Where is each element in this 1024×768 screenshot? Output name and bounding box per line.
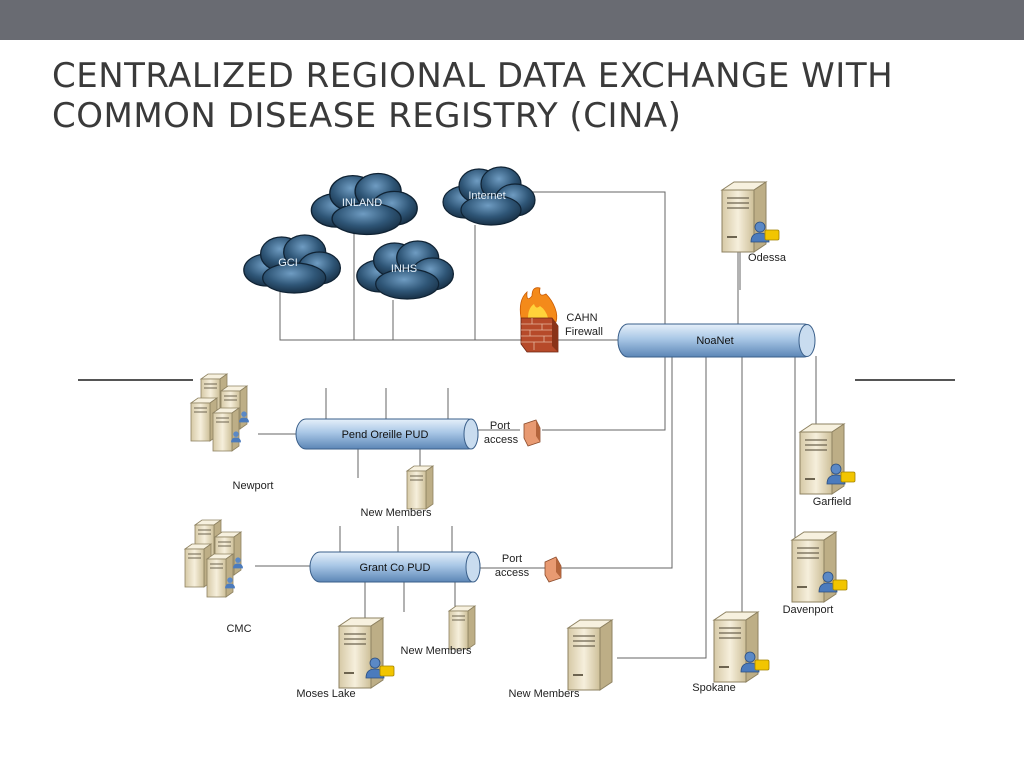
server-cluster-newport-icon bbox=[191, 374, 249, 451]
site-label-new-members-bottom: New Members bbox=[509, 688, 580, 700]
cloud-inhs-label: INHS bbox=[391, 263, 417, 275]
server-cluster-cmc-icon bbox=[185, 520, 243, 597]
server-new-members-grant-icon bbox=[448, 605, 476, 650]
slide-title-line-2: Common Disease Registry (CINA) bbox=[52, 96, 682, 136]
pipe-grant-co bbox=[309, 551, 481, 583]
cloud-gci-label: GCI bbox=[278, 257, 298, 269]
server-odessa-icon bbox=[721, 181, 780, 253]
slide-title-line-1: Centralized Regional Data Exchange with bbox=[52, 56, 894, 96]
site-label-newport: Newport bbox=[233, 480, 274, 492]
site-label-new-members-grant: New Members bbox=[401, 645, 472, 657]
site-label-odessa: Odessa bbox=[748, 252, 787, 264]
port-access-label-1a: Port bbox=[490, 420, 510, 432]
server-new-members-bottom-icon bbox=[567, 619, 613, 691]
site-label-new-members-pend: New Members bbox=[361, 507, 432, 519]
port-access-icon-1 bbox=[523, 419, 541, 447]
connector-lines bbox=[255, 191, 818, 659]
firewall-label-1: CAHN bbox=[566, 312, 597, 324]
port-access-label-2b: access bbox=[495, 567, 530, 579]
site-label-davenport: Davenport bbox=[783, 604, 834, 616]
server-davenport-icon bbox=[791, 531, 848, 603]
pipe-noanet bbox=[617, 323, 816, 358]
site-label-cmc: CMC bbox=[226, 623, 251, 635]
port-access-label-2a: Port bbox=[502, 553, 522, 565]
server-new-members-pend-icon bbox=[406, 465, 434, 510]
pipe-noanet-label: NoaNet bbox=[696, 335, 733, 347]
firewall-icon bbox=[519, 287, 559, 353]
header-bar bbox=[0, 0, 1024, 40]
server-moses-lake-icon bbox=[338, 617, 395, 689]
pipe-pend-oreille bbox=[295, 418, 479, 450]
port-access-icon-2 bbox=[544, 556, 562, 583]
site-label-spokane: Spokane bbox=[692, 682, 735, 694]
cloud-inland-label: INLAND bbox=[342, 197, 382, 209]
site-label-moses-lake: Moses Lake bbox=[296, 688, 355, 700]
pipe-pend-oreille-label: Pend Oreille PUD bbox=[342, 429, 429, 441]
firewall-label-2: Firewall bbox=[565, 326, 603, 338]
pipe-grant-co-label: Grant Co PUD bbox=[360, 562, 431, 574]
server-spokane-icon bbox=[713, 611, 770, 683]
site-label-garfield: Garfield bbox=[813, 496, 852, 508]
server-garfield-icon bbox=[799, 423, 856, 495]
port-access-label-1b: access bbox=[484, 434, 519, 446]
slide-title: Centralized Regional Data Exchange with … bbox=[52, 56, 952, 136]
cloud-internet-label: Internet bbox=[468, 190, 505, 202]
